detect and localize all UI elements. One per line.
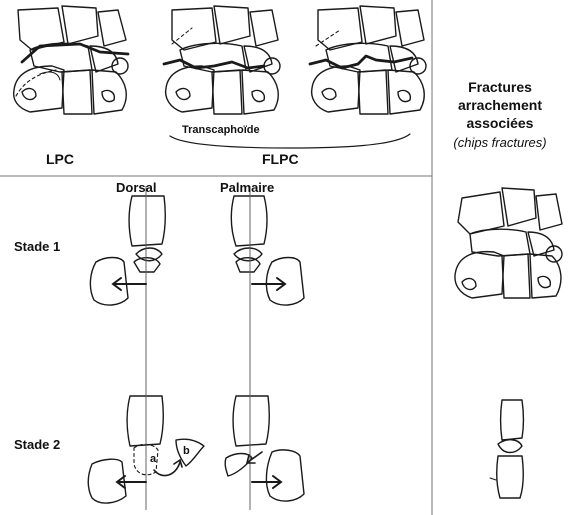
lpc-label: LPC (46, 151, 74, 167)
rotation-label-b: b (183, 445, 190, 457)
side-title-line-3: associées (467, 115, 534, 131)
stade2-rotation-arrow (154, 460, 182, 476)
transcaphoide-label: Transcaphoïde (182, 124, 260, 136)
stade1-dorsal-arrow (113, 278, 146, 290)
wrist-drawing-flpc-2 (310, 6, 426, 114)
chips-wrist-drawing (455, 188, 562, 298)
stade2-label: Stade 2 (14, 437, 60, 452)
stade2-palmaire-small-arrow (247, 452, 262, 463)
flpc-label: FLPC (262, 151, 299, 167)
stade1-palmaire-arrow (252, 278, 285, 290)
dorsal-label: Dorsal (116, 180, 156, 195)
palmaire-label: Palmaire (220, 180, 274, 195)
stade2-dorsal-arrow (117, 476, 146, 488)
stade1-palmaire-drawing (231, 196, 304, 305)
side-title-line-1: Fractures (468, 79, 532, 95)
side-subtitle: (chips fractures) (453, 135, 546, 150)
side-title-line-2: arrachement (458, 97, 542, 113)
wrist-drawing-lpc (14, 6, 128, 114)
stade1-dorsal-drawing (90, 196, 165, 305)
stade2-palmaire-drawing (225, 396, 304, 501)
rotation-label-a: a (150, 453, 157, 465)
chips-lunate-drawing (490, 400, 524, 498)
flpc-brace (170, 134, 410, 148)
wrist-drawing-flpc-1 (164, 6, 280, 114)
stade1-label: Stade 1 (14, 239, 60, 254)
